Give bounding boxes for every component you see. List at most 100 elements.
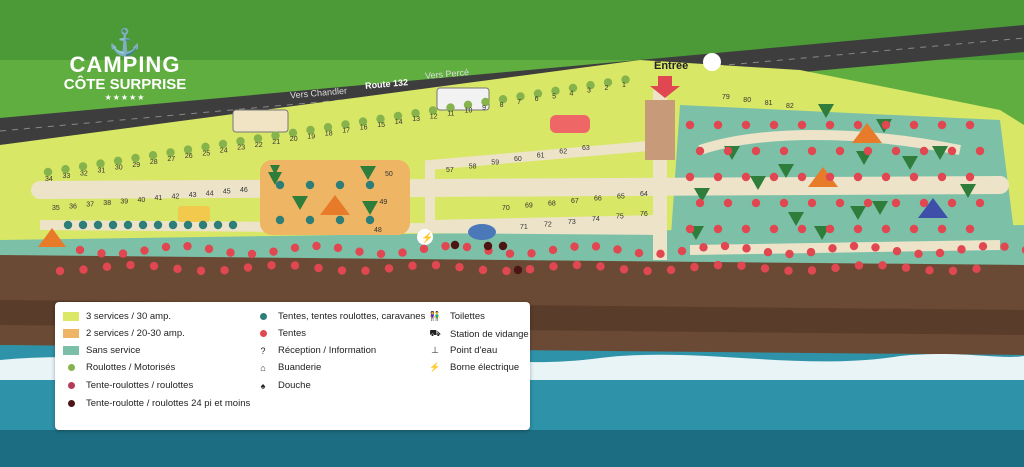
site-dot xyxy=(699,243,708,252)
site-dot xyxy=(937,224,947,234)
site-dot xyxy=(118,249,128,258)
site-number: 74 xyxy=(592,216,600,223)
site-dot xyxy=(914,249,923,259)
site-number: 38 xyxy=(103,200,111,207)
site-dot xyxy=(685,224,695,234)
site-number: 19 xyxy=(307,133,315,140)
site-number: 68 xyxy=(548,200,556,207)
legend-dot-tents: Tentes xyxy=(255,328,306,339)
site-dot xyxy=(797,120,807,130)
site-dot xyxy=(643,266,652,276)
site-dot xyxy=(695,198,705,208)
site-number: 60 xyxy=(514,156,522,163)
site-dot xyxy=(713,260,723,270)
site-number: 80 xyxy=(743,97,751,104)
site-number: 11 xyxy=(447,111,454,118)
site-dot xyxy=(965,224,975,234)
site-number: 26 xyxy=(185,153,193,160)
site-dot xyxy=(909,120,919,130)
electric-icon xyxy=(417,229,433,245)
site-dot xyxy=(43,167,53,177)
site-dot xyxy=(586,81,595,90)
site-number: 12 xyxy=(430,113,438,120)
site-dot xyxy=(742,244,751,253)
site-dot xyxy=(720,241,730,251)
site-number: 33 xyxy=(63,173,71,180)
site-dot xyxy=(807,266,817,275)
site-number: 10 xyxy=(465,108,473,115)
tent-icon xyxy=(918,198,948,218)
site-dot xyxy=(505,249,515,258)
site-dot xyxy=(925,266,934,275)
site-dot xyxy=(853,172,863,182)
site-dot xyxy=(478,265,488,275)
site-dots xyxy=(43,75,1024,276)
site-dot xyxy=(551,86,560,96)
site-dot xyxy=(751,198,761,208)
site-dot xyxy=(288,128,298,137)
site-dot xyxy=(61,165,70,174)
site-dot xyxy=(831,263,840,273)
site-dot xyxy=(919,146,929,156)
entrance-arrow-icon xyxy=(650,76,680,98)
toilets-icon: 👫 xyxy=(429,311,441,321)
site-dot xyxy=(713,224,723,234)
legend-zone-no-service: Sans service xyxy=(63,345,140,356)
site-number: 46 xyxy=(240,187,248,194)
site-dot xyxy=(723,198,733,208)
site-dot xyxy=(312,241,321,251)
site-dot xyxy=(218,139,228,149)
legend-electric: ⚡Borne électrique xyxy=(427,362,519,373)
site-dot xyxy=(183,220,193,230)
site-dot xyxy=(685,172,695,182)
site-number: 44 xyxy=(206,190,214,197)
site-dot xyxy=(965,120,975,130)
site-number: 34 xyxy=(45,176,53,183)
site-number: 71 xyxy=(520,224,528,231)
site-dot xyxy=(355,247,364,256)
site-dot xyxy=(613,245,622,254)
site-number: 67 xyxy=(571,198,579,205)
site-dot xyxy=(677,246,687,256)
site-dot xyxy=(741,172,751,182)
site-dot xyxy=(168,220,178,230)
site-number: 58 xyxy=(469,163,477,170)
dump-station-icon xyxy=(703,53,721,71)
site-number: 22 xyxy=(255,142,263,149)
site-dot xyxy=(779,198,789,208)
site-dot xyxy=(78,220,88,230)
brand-title: CAMPING xyxy=(69,52,181,77)
site-dot xyxy=(183,241,192,251)
site-dot xyxy=(863,146,873,156)
motorhome-icon xyxy=(232,109,289,133)
map-legend: 3 services / 30 amp. 2 services / 20-30 … xyxy=(55,302,530,430)
site-number: 61 xyxy=(537,152,545,159)
site-dot xyxy=(853,224,863,234)
dump-station-icon: ⛟ xyxy=(429,328,441,338)
site-dot xyxy=(502,266,511,276)
site-dot xyxy=(760,264,770,273)
site-dot xyxy=(55,266,65,276)
site-dot xyxy=(166,148,175,157)
site-number: 36 xyxy=(69,203,77,210)
site-dot xyxy=(881,120,891,130)
site-dot xyxy=(975,198,985,208)
site-dot xyxy=(737,261,746,270)
site-dot xyxy=(835,198,845,208)
legend-water-point: ⊥Point d'eau xyxy=(427,345,497,356)
site-dot xyxy=(198,220,208,230)
site-dot xyxy=(305,180,315,190)
site-dot xyxy=(149,261,159,271)
site-number: 9 xyxy=(482,105,486,112)
site-dot xyxy=(267,261,276,270)
site-dot xyxy=(935,248,945,258)
site-number: 35 xyxy=(52,205,60,212)
site-dot xyxy=(871,243,880,252)
site-number: 20 xyxy=(290,136,298,143)
site-number: 18 xyxy=(325,130,333,137)
site-number: 70 xyxy=(502,205,510,212)
site-dot xyxy=(513,265,523,275)
site-dot xyxy=(892,246,902,256)
site-dot xyxy=(937,120,947,130)
site-number: 5 xyxy=(552,93,556,100)
